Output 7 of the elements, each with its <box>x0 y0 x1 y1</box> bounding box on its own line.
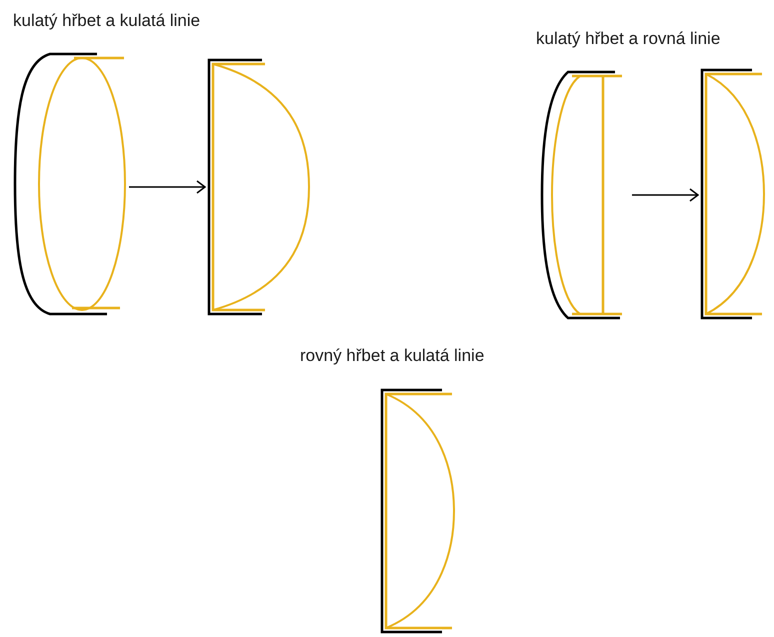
arrow <box>632 188 699 202</box>
section-heading: kulatý hřbet a rovná linie <box>536 28 720 50</box>
book-spine-drawing <box>207 58 312 316</box>
section-heading: kulatý hřbet a kulatá linie <box>13 10 200 32</box>
section-heading: rovný hřbet a kulatá linie <box>300 345 484 367</box>
book-spine-drawing <box>12 52 127 316</box>
arrow <box>129 180 206 194</box>
